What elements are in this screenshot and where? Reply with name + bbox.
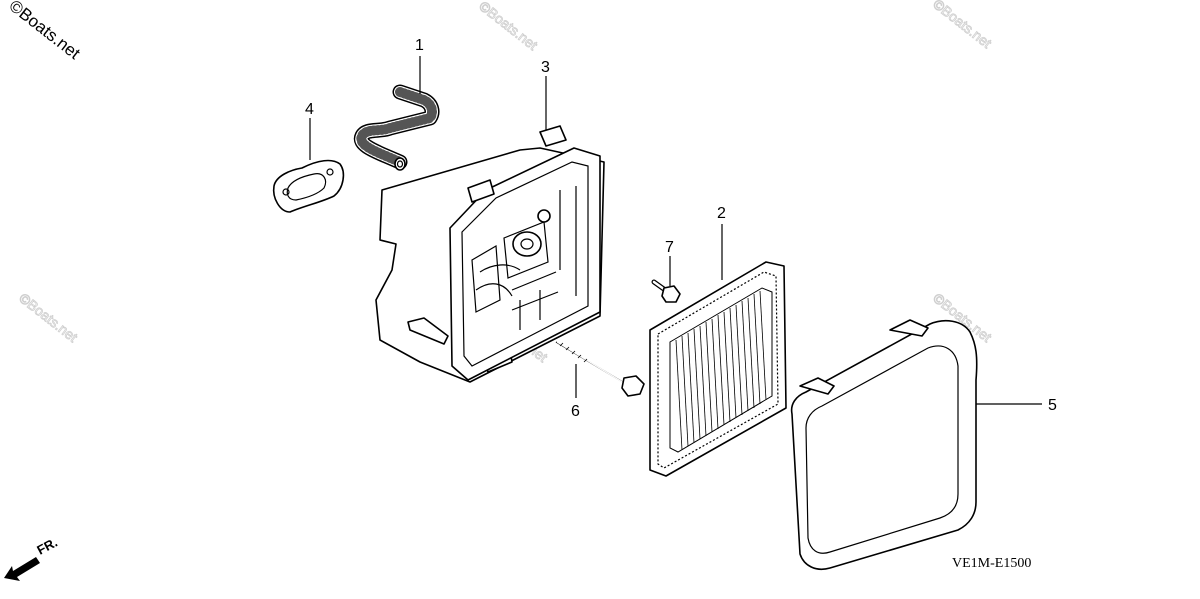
callouts: 1 2 3 4 5 6 7 (305, 37, 1057, 420)
watermark-faint: ©Boats.net (16, 290, 81, 345)
diagram-code: VE1M-E1500 (952, 556, 1031, 571)
gasket-part[interactable] (272, 159, 345, 213)
callout-part-5[interactable]: 5 (1048, 397, 1057, 414)
watermark-primary: ©Boats.net (6, 0, 84, 63)
callout-part-4[interactable]: 4 (305, 101, 314, 118)
watermark-faint: ©Boats.net (476, 0, 541, 53)
callout-part-7[interactable]: 7 (665, 239, 674, 256)
breather-tube-part[interactable] (354, 84, 440, 171)
filter-pleats (675, 290, 767, 451)
air-cleaner-cover-part[interactable] (790, 319, 978, 570)
callout-part-3[interactable]: 3 (541, 59, 550, 76)
flange-bolt-part[interactable] (651, 279, 681, 303)
leader-lines (309, 56, 1042, 405)
front-label: FR. (34, 535, 60, 558)
front-arrow-icon (4, 557, 40, 581)
bolt-part[interactable] (555, 341, 645, 397)
front-direction-indicator: FR. (4, 535, 60, 581)
air-filter-element-part[interactable] (649, 261, 787, 477)
watermark-faint: ©Boats.net (930, 0, 995, 51)
air-cleaner-case-part[interactable] (375, 125, 605, 383)
callout-part-1[interactable]: 1 (415, 37, 424, 54)
callout-part-6[interactable]: 6 (571, 403, 580, 420)
callout-part-2[interactable]: 2 (717, 205, 726, 222)
